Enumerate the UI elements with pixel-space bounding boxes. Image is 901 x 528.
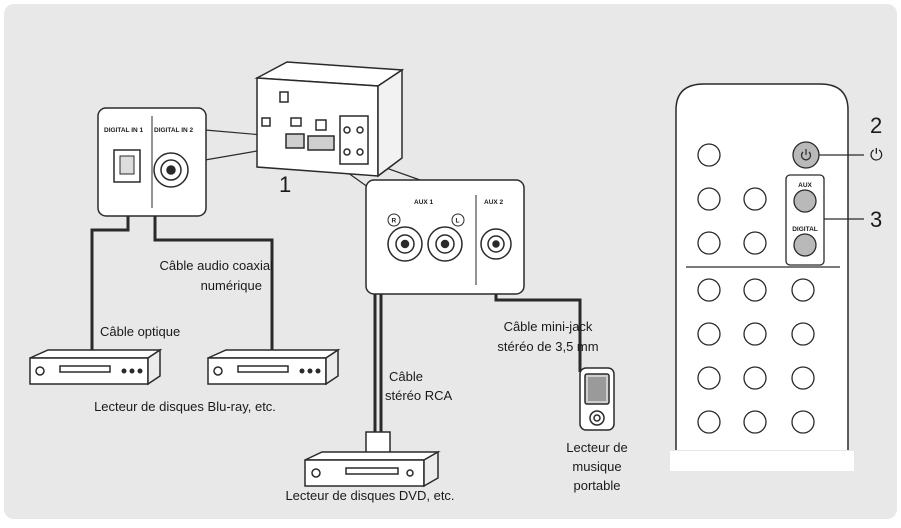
aux1-label: AUX 1	[414, 199, 434, 206]
remote-button	[697, 366, 721, 390]
power-icon	[800, 149, 812, 161]
remote-digital-label: DIGITAL	[792, 226, 818, 233]
bluray-player-coaxial	[207, 348, 341, 386]
remote-button	[743, 366, 767, 390]
remote-button	[791, 366, 815, 390]
step-1-callout: 1	[279, 172, 291, 197]
coaxial-cable-label-1: Câble audio coaxial	[160, 258, 274, 273]
unit-port-group-aux	[307, 135, 335, 151]
optical-cable-label: Câble optique	[100, 324, 180, 339]
dvd-player	[304, 431, 441, 488]
remote-button	[697, 322, 721, 346]
remote-button	[697, 410, 721, 434]
remote-buttons	[697, 143, 815, 434]
step-2-callout: 2	[870, 113, 882, 138]
remote-button	[791, 410, 815, 434]
dvd-device-label: Lecteur de disques DVD, etc.	[285, 488, 454, 503]
step-3-callout: 3	[870, 207, 882, 232]
music-device-label-3: portable	[574, 478, 621, 493]
remote-aux-label: AUX	[798, 182, 812, 189]
minijack-cable-label-1: Câble mini-jack	[504, 319, 593, 334]
unit-port-a	[261, 117, 271, 127]
main-unit	[254, 61, 405, 178]
music-device-label-1: Lecteur de	[566, 440, 627, 455]
remote-button	[791, 322, 815, 346]
bluray-player-optical	[29, 348, 163, 386]
digital-in1-label: DIGITAL IN 1	[104, 127, 144, 134]
remote-digital-button	[793, 233, 817, 257]
digital-in2-label: DIGITAL IN 2	[154, 127, 194, 134]
remote-button	[697, 143, 721, 167]
remote-control: AUX DIGITAL	[670, 83, 864, 471]
unit-port-c	[315, 119, 327, 131]
portable-music-player	[579, 367, 615, 431]
left-mark: L	[456, 218, 460, 225]
music-device-label-2: musique	[572, 459, 621, 474]
coaxial-cable-label-2: numérique	[201, 278, 262, 293]
power-symbol-label: ⏻	[870, 145, 883, 164]
remote-bottom-mask	[670, 451, 854, 471]
rca-cable-label-2: stéréo RCA	[385, 388, 453, 403]
remote-button	[791, 278, 815, 302]
remote-button	[743, 410, 767, 434]
remote-button	[697, 187, 721, 211]
unit-port-group-digital	[285, 133, 305, 149]
aux2-label: AUX 2	[484, 199, 504, 206]
remote-button	[743, 231, 767, 255]
remote-button	[743, 278, 767, 302]
remote-button	[743, 322, 767, 346]
remote-button	[743, 187, 767, 211]
digital-inputs-zoom	[97, 107, 207, 217]
right-mark: R	[392, 218, 397, 225]
remote-button	[697, 278, 721, 302]
unit-port-b	[290, 117, 302, 127]
remote-aux-button	[793, 189, 817, 213]
remote-button	[697, 231, 721, 255]
minijack-cable-label-2: stéréo de 3,5 mm	[497, 339, 598, 354]
rca-cable-label-1: Câble	[389, 369, 423, 384]
unit-port-antenna	[279, 91, 289, 103]
bluray-device-label: Lecteur de disques Blu-ray, etc.	[94, 399, 276, 414]
unit-side	[377, 68, 403, 178]
unit-speaker-terminals	[339, 115, 369, 165]
aux-inputs-zoom	[365, 179, 525, 295]
